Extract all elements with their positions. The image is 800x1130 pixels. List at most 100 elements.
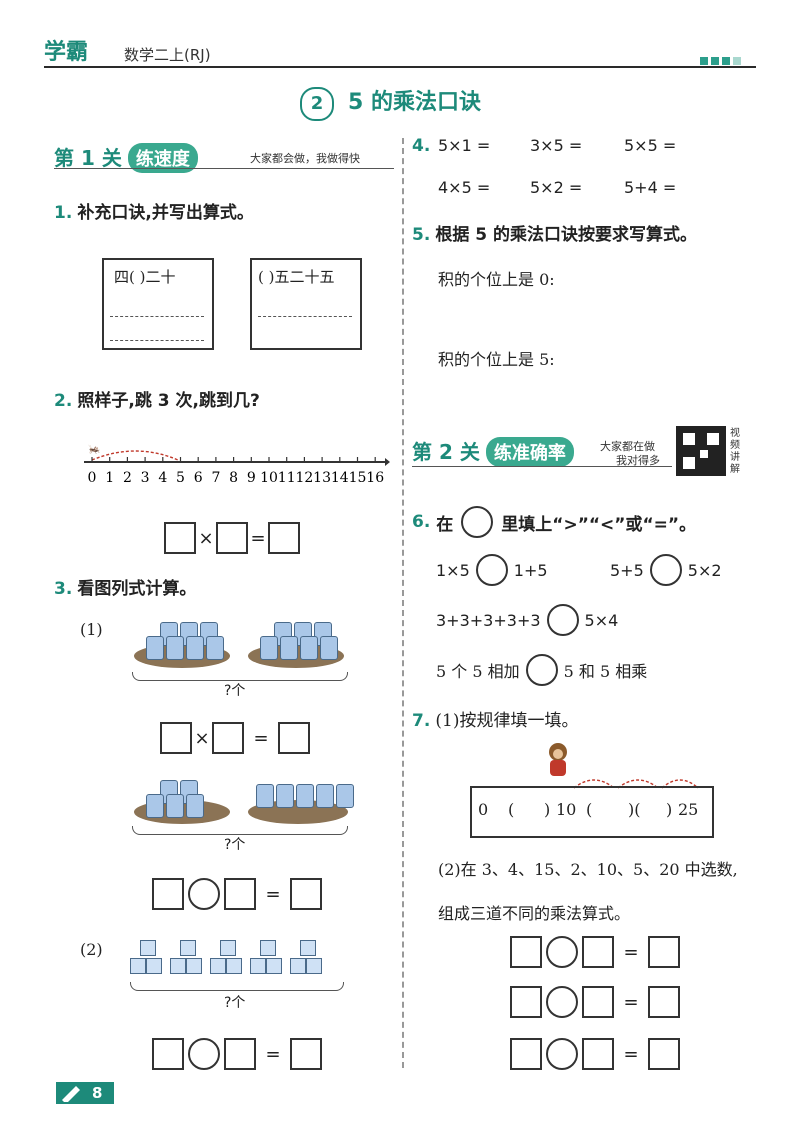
tick-label: 1 <box>105 470 114 486</box>
level1-title: 第 1 关 <box>54 146 122 170</box>
operator-circle[interactable] <box>188 878 220 910</box>
answer-box[interactable] <box>582 986 614 1018</box>
seq-blank-close: ) <box>666 800 673 819</box>
q6-text-a: 在 <box>436 514 454 535</box>
answer-line[interactable] <box>110 340 204 341</box>
answer-box[interactable] <box>510 1038 542 1070</box>
q4-item: 3×5 = <box>530 136 583 155</box>
times-sign: × <box>198 527 214 549</box>
answer-box[interactable] <box>648 986 680 1018</box>
q3-part2-label: (2) <box>80 940 103 959</box>
seq-blank-open[interactable]: ( <box>586 800 593 819</box>
compare-row: 1×5 1+5 <box>436 554 548 586</box>
seq-blank-pair[interactable]: )( <box>628 800 641 819</box>
decor-squares <box>700 50 744 69</box>
level2-rule <box>412 466 672 467</box>
operator-circle[interactable] <box>188 1038 220 1070</box>
tick-label: 7 <box>211 470 220 486</box>
answer-box[interactable] <box>510 986 542 1018</box>
answer-box[interactable] <box>224 1038 256 1070</box>
times-sign: × <box>194 727 210 749</box>
how-many-label: ?个 <box>224 995 246 1011</box>
equals-sign: = <box>250 527 266 549</box>
answer-box[interactable] <box>582 936 614 968</box>
level2-header: 第 2 关练准确率 <box>412 436 574 467</box>
jump-arc <box>91 450 179 461</box>
level2-title: 第 2 关 <box>412 440 480 464</box>
page-number: 8 <box>92 1084 103 1102</box>
compare-circle[interactable] <box>649 554 682 586</box>
cube-stack <box>130 940 164 976</box>
operator-circle[interactable] <box>546 936 578 968</box>
equals-sign: = <box>253 727 269 749</box>
answer-line[interactable] <box>258 316 352 317</box>
q7-number: 7. <box>412 711 431 731</box>
answer-box[interactable] <box>224 878 256 910</box>
sequence-ruler <box>470 786 714 838</box>
cube-stacks <box>130 940 324 976</box>
header-rule <box>44 66 756 68</box>
operator-circle[interactable] <box>546 986 578 1018</box>
cube-stack <box>170 940 204 976</box>
tick-label: 6 <box>194 470 203 486</box>
answer-box[interactable] <box>510 936 542 968</box>
equals-sign: = <box>265 883 281 905</box>
tick-label: 8 <box>229 470 238 486</box>
compare-right: 1+5 <box>513 560 548 580</box>
brace <box>130 982 344 991</box>
question-5: 5. 根据 5 的乘法口诀按要求写算式。 <box>412 220 697 245</box>
compare-circle[interactable] <box>546 604 579 636</box>
q4-item: 5+4 = <box>624 178 677 197</box>
formula-card-1: 四( )二十 <box>102 258 214 350</box>
compare-left: 1×5 <box>436 560 470 580</box>
q6-text-b: 里填上“>”“<”或“=”。 <box>501 514 697 535</box>
answer-box[interactable] <box>152 878 184 910</box>
answer-box[interactable] <box>290 1038 322 1070</box>
answer-box[interactable] <box>290 878 322 910</box>
q7-equation: = <box>510 936 680 968</box>
answer-box[interactable] <box>582 1038 614 1070</box>
tick-label: 5 <box>176 470 185 486</box>
compare-right: 5×2 <box>687 560 722 580</box>
seq-value: 10 <box>556 800 577 819</box>
q4-item: 4×5 = <box>438 178 491 197</box>
equals-sign: = <box>623 1043 639 1065</box>
answer-box[interactable] <box>648 1038 680 1070</box>
answer-box[interactable] <box>216 522 248 554</box>
book-title: 数学二上(RJ) <box>124 46 211 64</box>
tick-label: 15 <box>349 470 367 486</box>
answer-box[interactable] <box>164 522 196 554</box>
level2-slogan-2: 我对得多 <box>616 454 660 467</box>
operator-circle[interactable] <box>546 1038 578 1070</box>
answer-box[interactable] <box>212 722 244 754</box>
compare-circle[interactable] <box>475 554 508 586</box>
monkey-icon <box>549 743 567 776</box>
q7-part1: (1)按规律填一填。 <box>435 711 579 731</box>
q4-number: 4. <box>412 136 431 156</box>
q3-equation-2: = <box>152 878 322 910</box>
seq-blank-open[interactable]: ( <box>508 800 515 819</box>
answer-box[interactable] <box>268 522 300 554</box>
tick-label: 10 <box>260 470 278 486</box>
q1-number: 1. <box>54 203 73 223</box>
q7-part2-line2: 组成三道不同的乘法算式。 <box>438 904 631 923</box>
answer-line[interactable] <box>110 316 204 317</box>
tick-label: 14 <box>331 470 349 486</box>
level2-slogan-1: 大家都在做 <box>600 440 655 453</box>
qr-code-icon[interactable] <box>676 426 726 476</box>
level1-rule <box>54 168 394 169</box>
level1-slogan: 大家都会做，我做得快 <box>250 152 360 165</box>
compare-circle[interactable] <box>525 654 558 686</box>
answer-box[interactable] <box>160 722 192 754</box>
answer-box[interactable] <box>648 936 680 968</box>
compare-left: 5+5 <box>610 560 644 580</box>
q5-number: 5. <box>412 225 431 245</box>
answer-box[interactable] <box>152 1038 184 1070</box>
answer-box[interactable] <box>278 722 310 754</box>
question-7: 7. (1)按规律填一填。 <box>412 706 578 731</box>
q1-text: 补充口诀,并写出算式。 <box>77 203 254 223</box>
q2-equation: ×= <box>164 522 300 554</box>
